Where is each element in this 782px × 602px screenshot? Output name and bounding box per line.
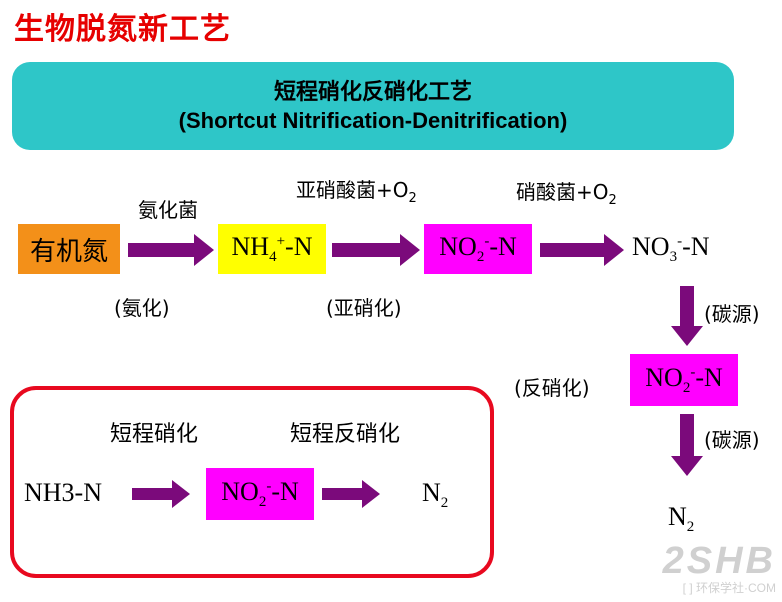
arrow-no2-to-n2-shortcut [322,480,380,508]
no2-formula-right: NO2--N [645,362,723,397]
carbon-source-label-1: (碳源) [704,302,760,326]
watermark: 2SHB [ ] 环保学社·COM [663,540,776,596]
ammonification-label: (氨化) [114,296,170,320]
watermark-logo: 2SHB [662,540,776,582]
nitrate-bacteria-label: 硝酸菌+O2 [516,180,617,208]
nh3-formula: NH3-N [24,478,102,507]
nitrite-bacteria-label: 亚硝酸菌+O2 [296,178,417,206]
shortcut-nitrification-label: 短程硝化 [110,422,199,447]
organic-nitrogen-label: 有机氮 [29,236,108,267]
nh4-formula: NH4+-N [231,231,313,266]
page-title: 生物脱氮新工艺 [14,12,231,47]
no2-formula-main: NO2--N [439,231,517,266]
no2-box-shortcut: NO2--N [206,468,314,520]
nitritation-label: (亚硝化) [326,296,402,320]
arrow-no2-to-n2 [671,414,703,476]
no3-formula: NO3--N [632,232,710,266]
arrow-no2-to-no3 [540,234,624,266]
carbon-source-label-2: (碳源) [704,428,760,452]
denitrification-label: (反硝化) [514,376,590,400]
n2-formula-right: N2 [668,502,695,536]
arrow-nh4-to-no2 [332,234,420,266]
organic-nitrogen-box: 有机氮 [18,224,120,274]
banner-title-zh: 短程硝化反硝化工艺 [273,80,472,105]
shortcut-process-box [10,386,494,578]
nh4-box: NH4+-N [218,224,326,274]
ammonifier-label: 氨化菌 [138,198,198,222]
shortcut-denitrification-label: 短程反硝化 [290,422,401,447]
arrow-nh3-to-no2 [132,480,190,508]
banner: 短程硝化反硝化工艺 (Shortcut Nitrification-Denitr… [12,62,734,150]
arrow-no3-to-no2 [671,286,703,346]
arrow-organic-to-nh4 [128,234,214,266]
no2-box-right: NO2--N [630,354,738,406]
n2-formula-shortcut: N2 [422,478,449,512]
watermark-caption: [ ] 环保学社·COM [682,581,776,595]
no2-box-main: NO2--N [424,224,532,274]
no2-formula-shortcut: NO2--N [221,476,299,511]
banner-title-en: (Shortcut Nitrification-Denitrification) [178,108,568,133]
